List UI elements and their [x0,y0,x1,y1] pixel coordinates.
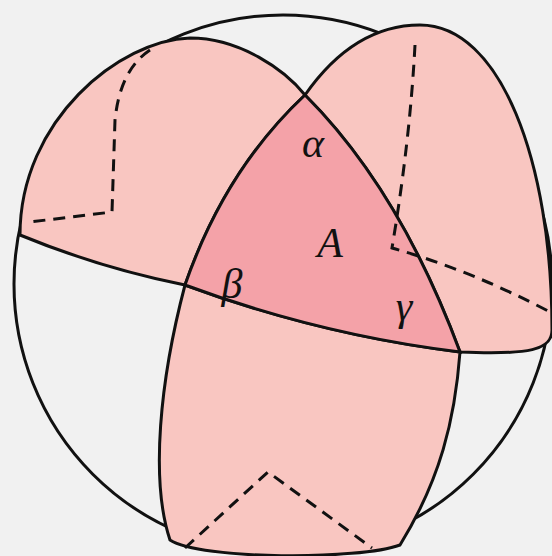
angle-label: β [222,263,243,305]
spherical-triangle [185,95,460,352]
angle-label: γ [396,285,413,327]
angle-label: α [302,122,324,164]
area-label: A [317,222,343,264]
hidden-edges [30,45,550,548]
